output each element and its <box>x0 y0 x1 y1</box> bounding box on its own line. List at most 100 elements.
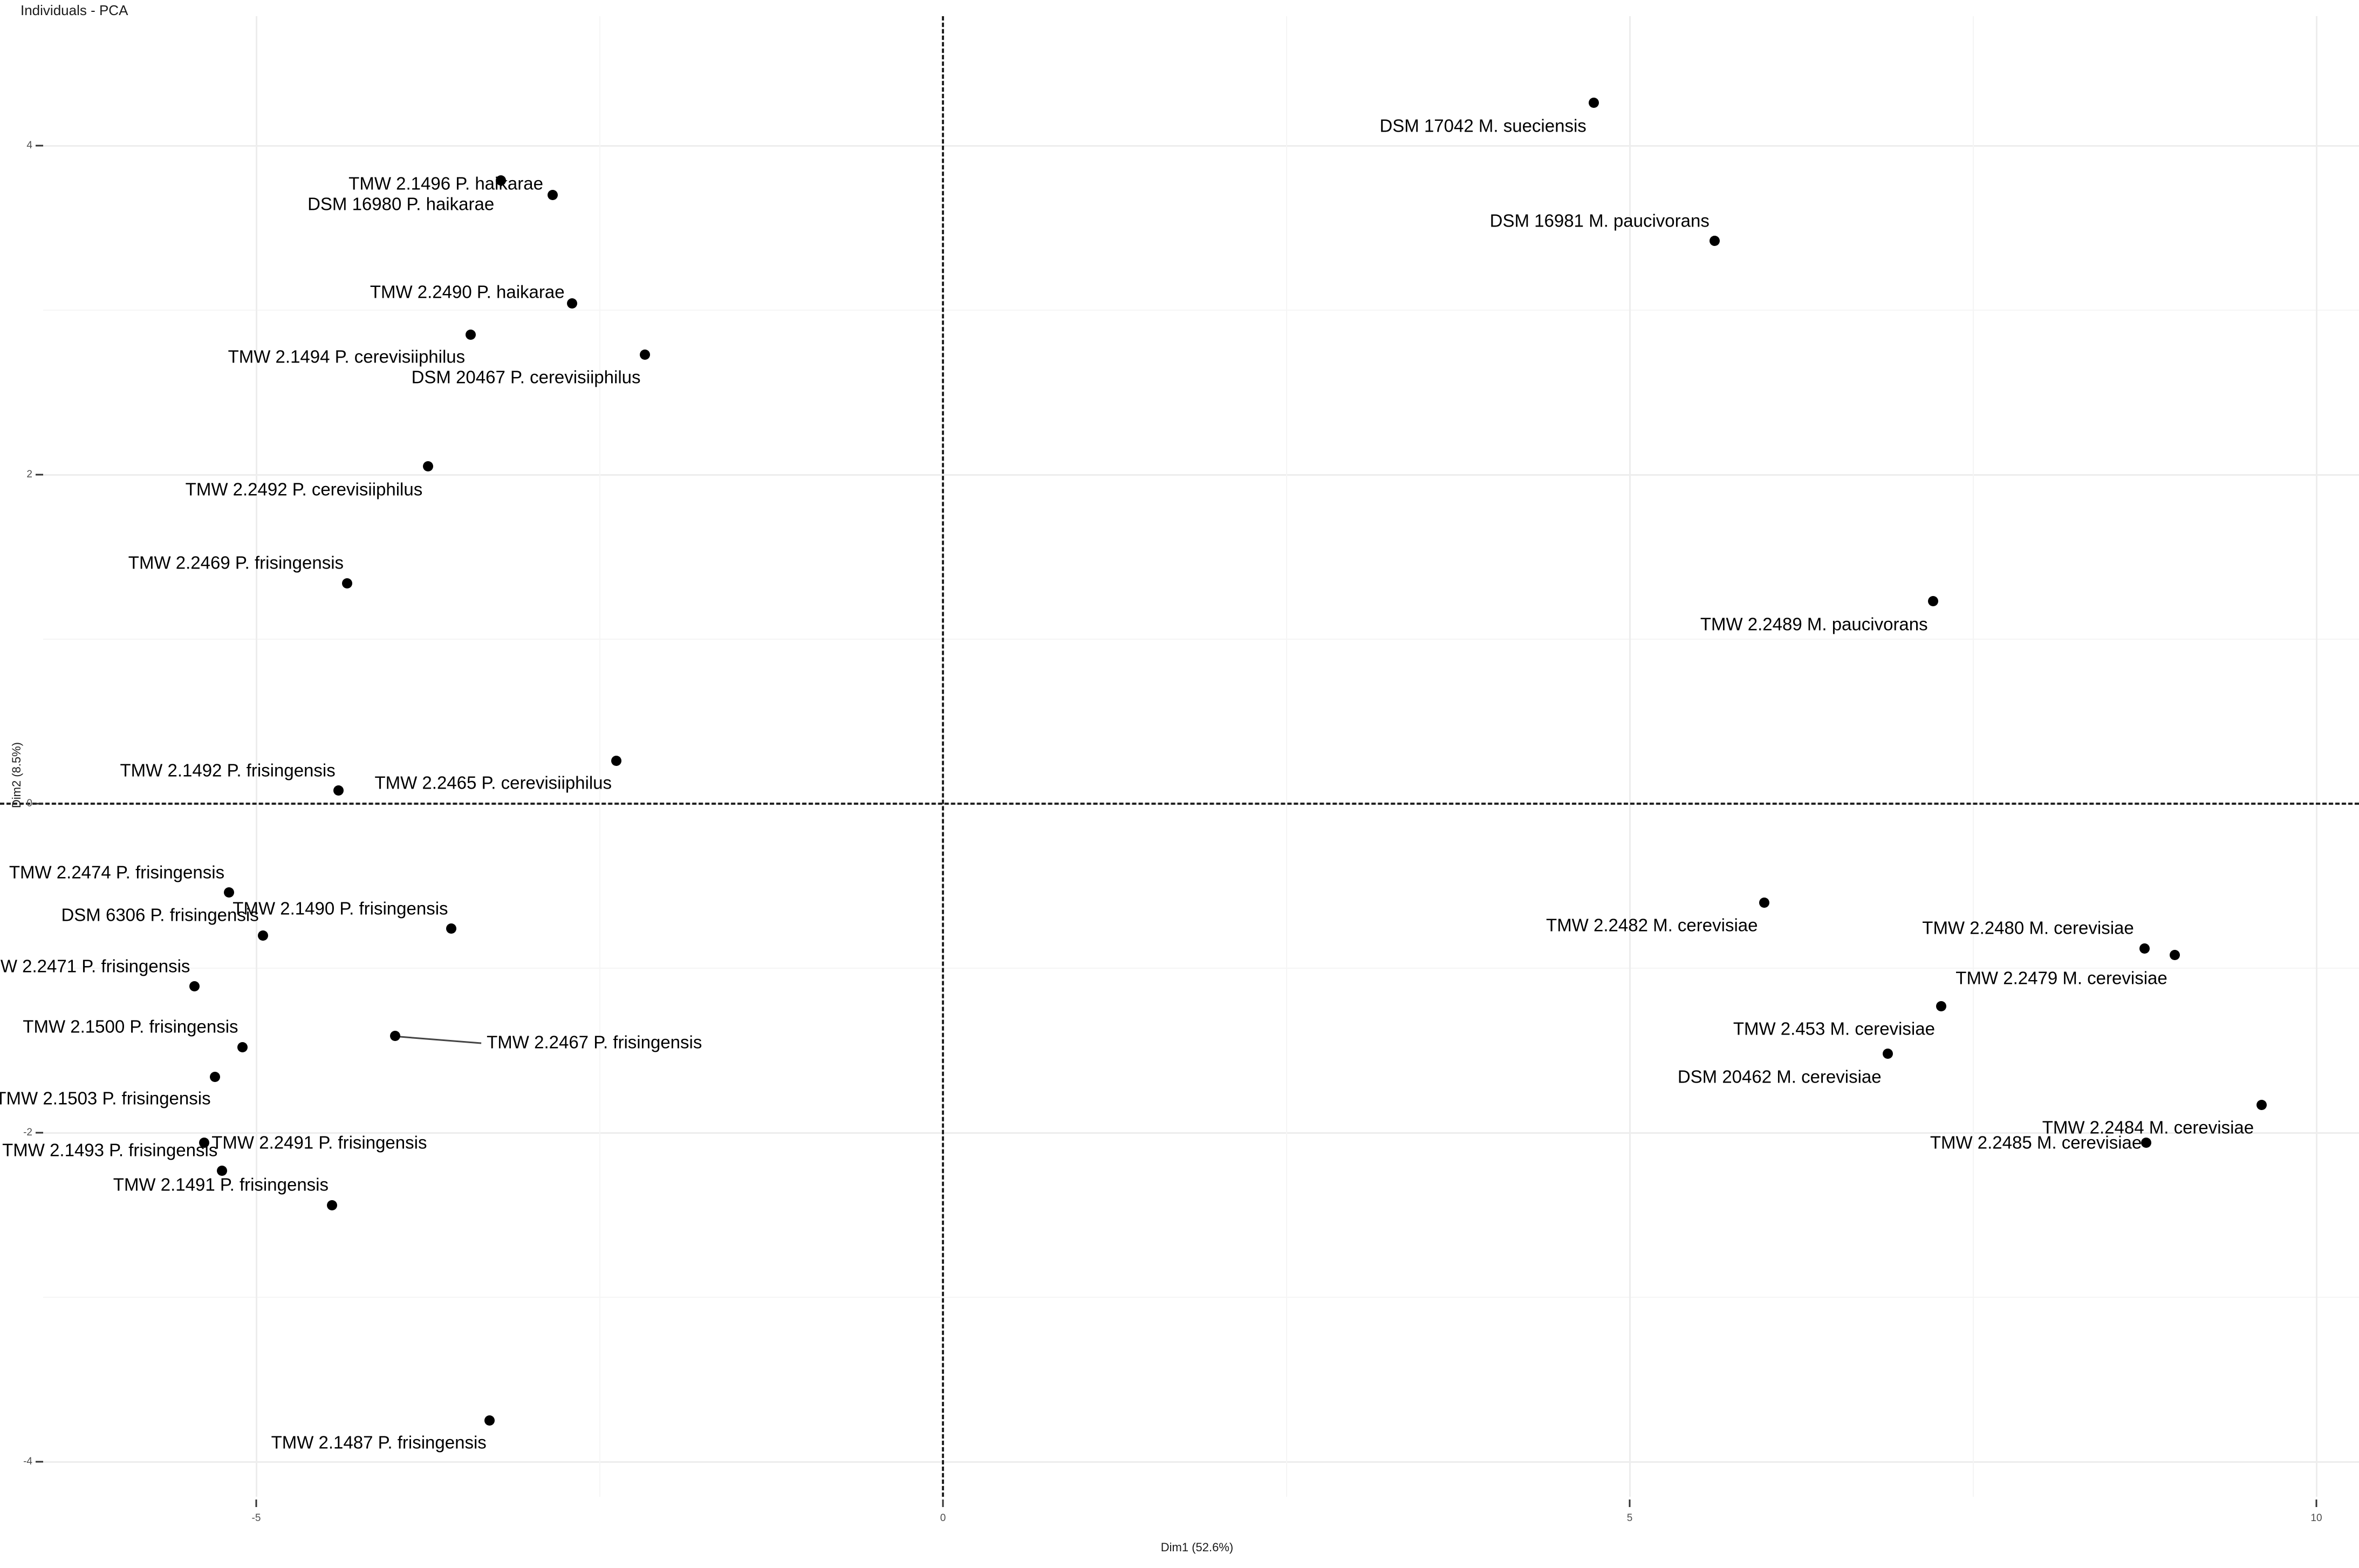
scatter-point-label: DSM 16981 M. paucivorans <box>1489 210 1710 231</box>
scatter-point-label: DSM 17042 M. sueciensis <box>1379 115 1587 136</box>
x-axis-tick-mark <box>942 1499 944 1507</box>
scatter-point-label: DSM 6306 P. frisingensis <box>61 905 259 925</box>
scatter-point <box>1710 236 1720 247</box>
y-axis-tick-label: -2 <box>23 1127 32 1138</box>
scatter-point <box>223 887 234 898</box>
reference-line-vertical <box>942 16 944 1497</box>
gridline-x-minor <box>599 16 600 1497</box>
scatter-point <box>1928 596 1939 607</box>
y-axis-tick-mark <box>36 803 43 805</box>
x-axis-tick-label: 0 <box>940 1512 946 1524</box>
gridline-x-minor <box>1286 16 1287 1497</box>
scatter-point <box>1936 1001 1947 1011</box>
scatter-point-label: DSM 16980 P. haikarae <box>307 194 495 214</box>
scatter-point-label: TMW 2.2484 M. cerevisiae <box>2042 1117 2254 1138</box>
gridline-y-major <box>43 1132 2359 1134</box>
x-axis-tick-label: 10 <box>2310 1512 2322 1524</box>
y-axis-tick-label: -4 <box>23 1456 32 1467</box>
x-axis-tick-mark <box>255 1499 257 1507</box>
scatter-point-label: TMW 2.1490 P. frisingensis <box>233 898 448 919</box>
x-axis-tick-label: 5 <box>1626 1512 1633 1524</box>
label-leader-line <box>400 1036 482 1044</box>
gridline-x-major <box>256 16 257 1497</box>
y-axis-title: Dim2 (8.5%) <box>10 742 23 808</box>
scatter-point-label: TMW 2.2480 M. cerevisiae <box>1922 917 2134 938</box>
scatter-point <box>210 1071 221 1082</box>
y-axis-tick-label: 0 <box>26 798 32 809</box>
gridline-y-minor <box>43 639 2359 640</box>
scatter-point <box>1589 98 1599 108</box>
gridline-x-minor <box>1972 16 1974 1497</box>
scatter-point <box>548 190 558 200</box>
y-axis-tick-mark <box>36 1132 43 1134</box>
gridline-x-major <box>1629 16 1631 1497</box>
scatter-point-label: DSM 20462 M. cerevisiae <box>1677 1066 1882 1087</box>
scatter-point <box>258 930 269 941</box>
scatter-point-label: TMW 2.2465 P. cerevisiiphilus <box>374 772 612 793</box>
scatter-point-label: TMW 2.1496 P. haikarae <box>348 173 543 193</box>
y-axis-tick-label: 4 <box>26 140 32 151</box>
scatter-point <box>333 785 344 796</box>
y-axis-tick-mark <box>36 1461 43 1463</box>
scatter-point <box>465 330 476 340</box>
gridline-y-minor <box>43 968 2359 969</box>
scatter-point <box>1883 1049 1893 1059</box>
gridline-x-major <box>2316 16 2317 1497</box>
scatter-point <box>2256 1099 2267 1110</box>
scatter-point-label: TMW 2.2479 M. cerevisiae <box>1955 968 2167 988</box>
scatter-point <box>446 923 457 934</box>
scatter-point-label: TMW 2.453 M. cerevisiae <box>1733 1018 1935 1039</box>
scatter-point <box>611 756 621 766</box>
scatter-point <box>422 461 433 472</box>
label-leader-lines <box>400 1036 482 1044</box>
scatter-point <box>326 1200 337 1210</box>
gridline-y-minor <box>43 1297 2359 1298</box>
x-axis-tick-label: -5 <box>251 1512 261 1524</box>
scatter-point-label: TMW 2.1493 P. frisingensis <box>2 1140 218 1160</box>
scatter-point-label: TMW 2.2471 P. frisingensis <box>0 956 190 976</box>
scatter-point <box>2170 950 2180 961</box>
scatter-point <box>495 175 506 186</box>
gridline-y-major <box>43 1461 2359 1463</box>
scatter-point <box>199 1137 209 1148</box>
gridline-y-major <box>43 474 2359 476</box>
x-axis-title: Dim1 (52.6%) <box>1160 1540 1234 1554</box>
y-axis-tick-mark <box>36 145 43 147</box>
scatter-point-label: TMW 2.1487 P. frisingensis <box>271 1432 487 1453</box>
scatter-point-label: TMW 2.1491 P. frisingensis <box>113 1174 329 1195</box>
y-axis-tick-mark <box>36 474 43 476</box>
scatter-point-label: TMW 2.2489 M. paucivorans <box>1700 614 1928 634</box>
scatter-point-label: TMW 2.2492 P. cerevisiiphilus <box>185 479 423 499</box>
scatter-point-label: TMW 2.2469 P. frisingensis <box>128 552 344 573</box>
scatter-point-label: TMW 2.1503 P. frisingensis <box>0 1088 211 1108</box>
y-axis-tick-label: 2 <box>26 469 32 480</box>
scatter-point-label: TMW 2.2467 P. frisingensis <box>487 1032 702 1052</box>
gridline-y-minor <box>43 310 2359 311</box>
reference-line-horizontal <box>0 803 2359 805</box>
scatter-point <box>1759 897 1769 908</box>
scatter-point-label: TMW 2.1500 P. frisingensis <box>23 1016 238 1037</box>
scatter-point <box>389 1030 400 1041</box>
scatter-point <box>2139 943 2150 954</box>
scatter-point <box>567 298 578 309</box>
scatter-point-label: TMW 2.2482 M. cerevisiae <box>1546 915 1758 935</box>
scatter-point <box>189 981 200 992</box>
scatter-point-label: TMW 2.1492 P. frisingensis <box>120 760 336 780</box>
scatter-point <box>216 1165 227 1176</box>
x-axis-tick-mark <box>2315 1499 2317 1507</box>
scatter-point-label: TMW 2.1494 P. cerevisiiphilus <box>228 346 466 367</box>
scatter-point-label: TMW 2.2490 P. haikarae <box>370 282 565 302</box>
scatter-point <box>2141 1137 2151 1148</box>
scatter-point <box>484 1415 495 1426</box>
scatter-point <box>640 349 651 360</box>
scatter-point-label: TMW 2.2474 P. frisingensis <box>9 862 225 882</box>
scatter-point-label: TMW 2.2491 P. frisingensis <box>211 1132 427 1153</box>
x-axis-tick-mark <box>1629 1499 1631 1507</box>
scatter-point <box>341 578 352 588</box>
scatter-point-label: DSM 20467 P. cerevisiiphilus <box>411 367 641 387</box>
gridline-y-major <box>43 145 2359 147</box>
scatter-point <box>237 1042 248 1052</box>
page-title: Individuals - PCA <box>20 2 128 18</box>
